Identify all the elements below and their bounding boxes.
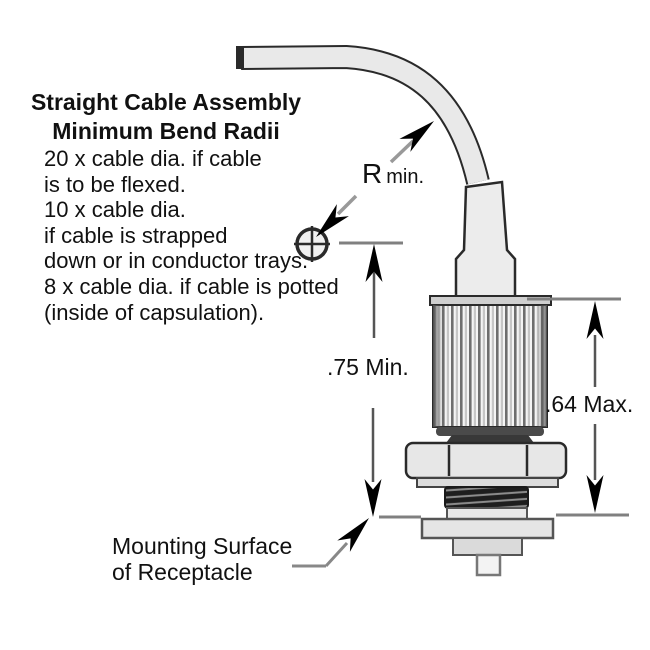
note-line: (inside of capsulation). — [44, 299, 265, 325]
radius-label-min: min. — [386, 166, 425, 188]
mounting-surface-label: Mounting Surface of Receptacle — [112, 533, 292, 585]
bend-radius-notes: 20 x cable dia. if cable is to be flexed… — [44, 146, 339, 325]
washer — [416, 477, 559, 488]
diagram-title-line2: Minimum Bend Radii — [52, 118, 280, 144]
mounting-plate — [420, 517, 555, 540]
dim-75-label: .75 Min. — [327, 354, 409, 380]
bend-radius-center-marker — [294, 226, 330, 262]
cable — [236, 44, 490, 185]
note-line: if cable is strapped — [44, 222, 228, 248]
strain-relief-boot — [454, 180, 517, 302]
threaded-shaft — [444, 486, 529, 509]
note-line: 20 x cable dia. if cable — [44, 146, 262, 171]
hex-mounting-nut — [404, 441, 568, 480]
mounting-surface-label-line2: of Receptacle — [112, 559, 253, 585]
dim-75-lower-arrow — [364, 408, 382, 517]
rear-step — [452, 537, 523, 556]
note-line: is to be flexed. — [44, 171, 186, 197]
contact-pin — [475, 553, 502, 577]
note-line: 10 x cable dia. — [44, 197, 186, 223]
dim-64-label: .64 Max. — [545, 391, 634, 417]
radius-label-r: R — [362, 158, 383, 189]
mounting-surface-label-line1: Mounting Surface — [112, 533, 293, 559]
knurled-coupling-nut — [429, 295, 552, 443]
radius-arrow-to-center — [309, 194, 358, 244]
dim-64-lower-arrow — [586, 424, 604, 513]
dim-64-upper-arrow — [586, 301, 604, 387]
diagram-title: Straight Cable Assembly Minimum Bend Rad… — [24, 88, 308, 146]
collar — [446, 507, 528, 520]
note-line: 8 x cable dia. if cable is potted — [44, 273, 339, 299]
cable-end-cap — [236, 46, 244, 69]
dim-75-upper-arrow — [365, 244, 383, 338]
mounting-surface-leader — [292, 512, 376, 568]
diagram-title-line1: Straight Cable Assembly — [30, 89, 302, 115]
radius-arrow-to-cable — [389, 114, 440, 164]
note-line: down or in conductor trays. — [44, 248, 309, 274]
